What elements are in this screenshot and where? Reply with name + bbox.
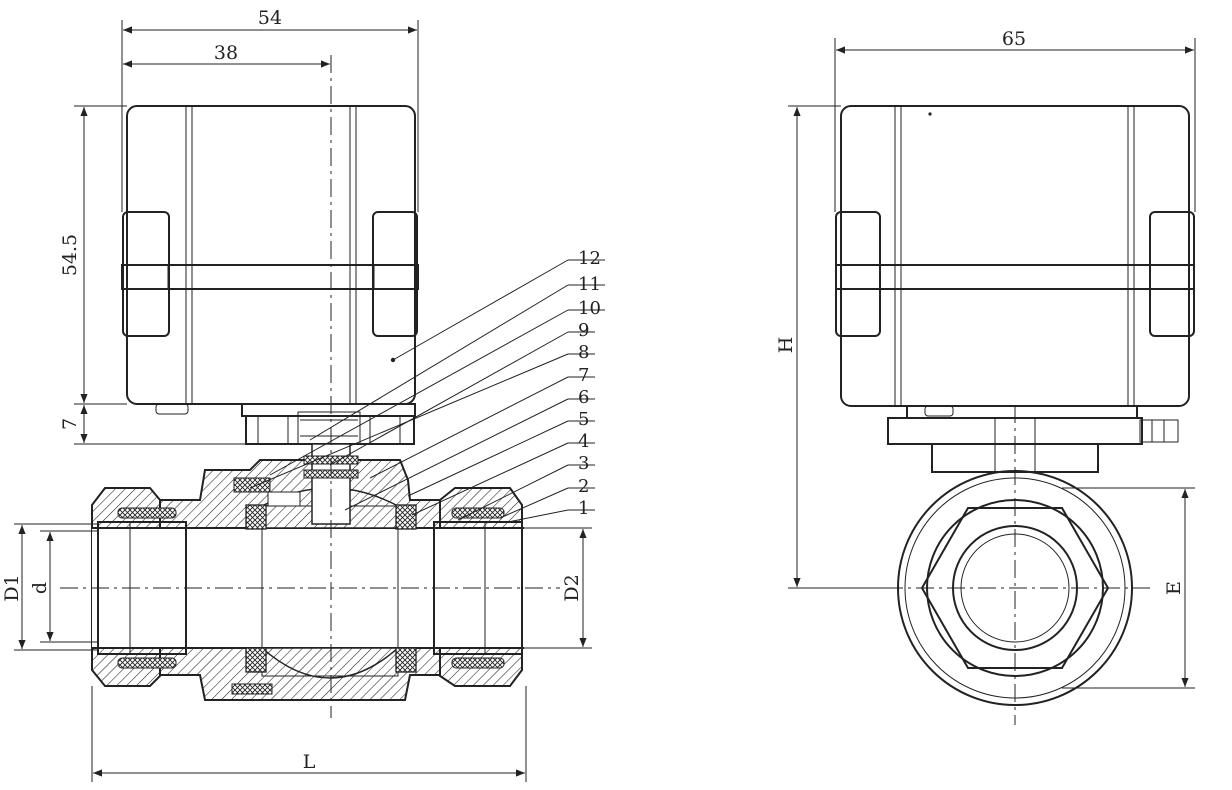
part-number-1: 1 [578,498,589,519]
part-number-4: 4 [578,431,589,452]
part-leaders [249,259,605,523]
dim-bracket-height: 7 [59,418,81,430]
dim-length: L [303,751,316,773]
part-number-2: 2 [578,476,589,497]
dim-e: E [1163,581,1185,595]
part-number-12: 12 [578,248,601,269]
dim-side-width: 65 [1002,28,1026,50]
part-number-3: 3 [578,453,589,474]
part-number-6: 6 [578,387,589,408]
dim-d: d [29,582,51,594]
dim-d2: D2 [561,574,583,601]
part-numbers: 12 11 10 9 8 7 6 5 4 3 2 1 [578,248,601,519]
side-dimensions: 65 H E [775,28,1196,689]
part-number-7: 7 [578,365,589,386]
part-number-5: 5 [578,409,589,430]
dim-d1: D1 [1,574,23,601]
front-dimensions: 54 38 54.5 7 D1 d D2 L [1,7,592,782]
side-bracket [887,405,1179,473]
part-number-10: 10 [578,298,601,319]
center-lines [60,55,1150,725]
front-valve-body [91,443,524,701]
dim-actuator-height: 54.5 [59,234,81,276]
dim-width-to-axis: 38 [214,42,238,64]
dim-height-total: H [775,337,797,354]
front-actuator [121,105,419,415]
side-actuator [835,105,1195,407]
part-number-8: 8 [578,342,589,363]
part-number-9: 9 [578,320,589,341]
part-number-11: 11 [578,274,601,295]
front-bracket [241,403,416,445]
dim-width-overall: 54 [258,7,282,29]
